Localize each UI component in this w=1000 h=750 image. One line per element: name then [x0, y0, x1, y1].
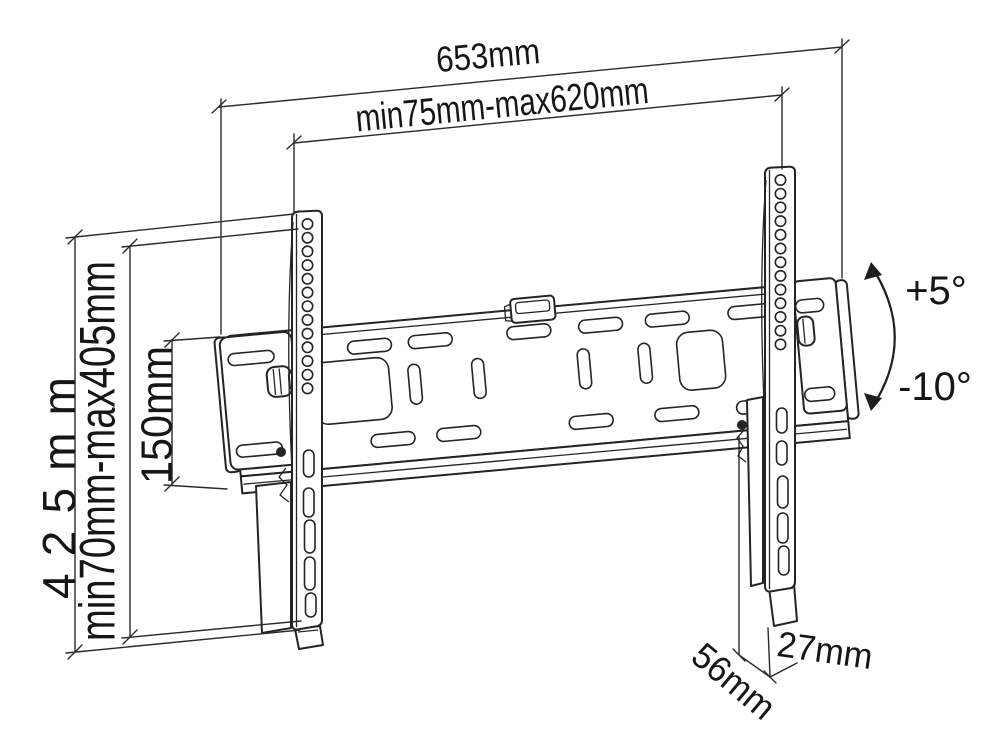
- plate-large-cutout-left: [312, 356, 393, 426]
- left-rail-slots: [302, 449, 317, 618]
- right-rail-holes: [774, 174, 787, 351]
- dim-overall-height: [65, 213, 301, 660]
- left-rail-holes: [301, 218, 314, 395]
- left-lock-screw: [276, 447, 286, 457]
- plate-top-slots: [346, 302, 773, 355]
- dim-label-mount-width-range: min75mm-max620mm: [354, 70, 651, 140]
- plate-bottom-fold-line: [243, 428, 848, 485]
- depth-plate-label: 27mm: [775, 623, 876, 677]
- right-tension-knob: [796, 315, 816, 347]
- right-standoff: [746, 396, 764, 587]
- right-rail-slots: [775, 407, 790, 576]
- right-vesa-rail: [761, 165, 796, 593]
- wall-plate: [213, 277, 860, 495]
- plate-large-cutout-right: [675, 329, 727, 391]
- dim-rail-section: [163, 332, 228, 492]
- spirit-clip: [503, 294, 557, 324]
- tilt-arrow-up-icon: [864, 262, 882, 280]
- dim-depth: [732, 436, 798, 684]
- left-hook: [278, 467, 290, 503]
- left-standoff: [255, 481, 292, 634]
- tilt-up-label: +5°: [905, 269, 967, 313]
- dim-label-overall-width: 653mm: [434, 30, 541, 80]
- tilt-down-label: -10°: [898, 365, 972, 409]
- plate-middle-slots: [407, 342, 654, 405]
- dim-mount-height-range: [121, 228, 302, 645]
- dimension-lines: [65, 38, 850, 684]
- dim-overall-width: [211, 38, 850, 335]
- tilt-arc: [864, 262, 896, 411]
- right-lock-screw: [737, 420, 747, 430]
- dim-label-rail-section: 150mm: [132, 346, 181, 484]
- dim-label-mount-height-range: min70mm-max405mm: [70, 261, 126, 641]
- right-tilt-arm: [791, 277, 848, 415]
- tilt-arrow-down-icon: [864, 393, 882, 411]
- standoff-brackets: [255, 396, 798, 650]
- right-hook: [736, 429, 747, 463]
- dim-mount-width-range: [286, 86, 790, 214]
- left-vesa-rail: [288, 209, 323, 631]
